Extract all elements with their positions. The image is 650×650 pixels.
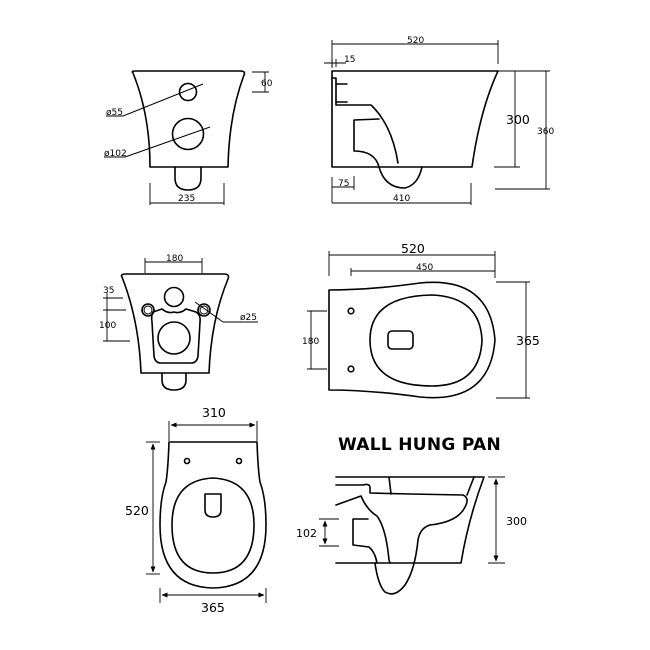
dim-total-height: 360	[537, 127, 554, 137]
plan-view-outline	[159, 441, 267, 589]
inlet-hole	[178, 82, 198, 102]
top-view-outline	[328, 281, 496, 399]
dim-bolt-spacing: 180	[166, 254, 183, 264]
dim-bolt-spacing: 180	[302, 337, 319, 347]
seat-bolt-hole	[347, 307, 355, 315]
dim-bolt-height: 100	[99, 321, 116, 331]
dim-base-length: 410	[393, 194, 410, 204]
side-view: 520 15 300 360 75 410	[324, 36, 554, 205]
outlet-hole	[157, 321, 191, 355]
outlet-hole	[171, 117, 205, 151]
drain-opening	[204, 493, 222, 518]
outlet-spigot	[174, 166, 202, 191]
seat-bolt-hole	[183, 457, 191, 465]
dim-outlet-height: 102	[296, 527, 317, 540]
rim-line	[388, 476, 392, 495]
trap-channel	[335, 495, 391, 564]
inlet-hole	[163, 286, 185, 308]
dim-height: 300	[506, 112, 530, 127]
dim-width: 365	[201, 600, 225, 615]
inlet-channel	[331, 77, 399, 164]
dim-top-offset: 35	[103, 286, 114, 296]
bolt-hole-left-inner	[143, 305, 153, 315]
section-view: 102 300	[296, 476, 527, 595]
rear-fixing-view: ø25 180 35 100	[99, 254, 258, 391]
drawing-title: WALL HUNG PAN	[338, 435, 501, 455]
dim-width: 365	[516, 333, 540, 348]
dim-outlet-diameter: ø102	[104, 149, 127, 159]
dim-length: 520	[401, 241, 425, 256]
bowl-rim	[171, 477, 255, 574]
dim-wall-gap: 15	[344, 55, 355, 65]
plan-view: 310 520 365	[125, 405, 267, 615]
bowl-rim	[369, 294, 483, 387]
top-view: 520 450 180 365	[302, 241, 540, 399]
rim-line	[466, 476, 475, 496]
rear-fixing-outline	[120, 273, 230, 374]
bolt-hole-right	[197, 303, 211, 317]
dim-rear-width: 310	[202, 405, 226, 420]
dim-width: 235	[178, 194, 195, 204]
dim-bowl-length: 450	[416, 263, 433, 273]
dim-bolt-diameter: ø25	[240, 313, 257, 323]
trap-channel	[353, 118, 423, 189]
dim-length: 520	[407, 36, 424, 46]
seat-bolt-hole	[235, 457, 243, 465]
dim-top-offset: 60	[261, 79, 273, 89]
seat-recess	[150, 308, 201, 364]
drain-opening	[387, 330, 414, 350]
leader-line	[122, 83, 204, 117]
dim-height: 300	[506, 515, 527, 528]
outlet-channel	[352, 518, 378, 564]
bolt-hole-left	[141, 303, 155, 317]
rear-view-outline	[131, 70, 246, 168]
leader-line	[124, 126, 211, 158]
dim-length: 520	[125, 503, 149, 518]
rear-view: ø55 ø102 60 235	[104, 70, 273, 205]
bolt-hole-right-inner	[199, 305, 209, 315]
leader-line	[194, 301, 224, 323]
section-outline	[335, 476, 485, 564]
inlet-channel	[335, 483, 468, 595]
dim-outlet-offset: 75	[338, 179, 349, 189]
outlet-spigot	[161, 372, 187, 391]
dim-inlet-diameter: ø55	[106, 108, 123, 118]
seat-bolt-hole	[347, 365, 355, 373]
side-view-outline	[331, 70, 499, 168]
